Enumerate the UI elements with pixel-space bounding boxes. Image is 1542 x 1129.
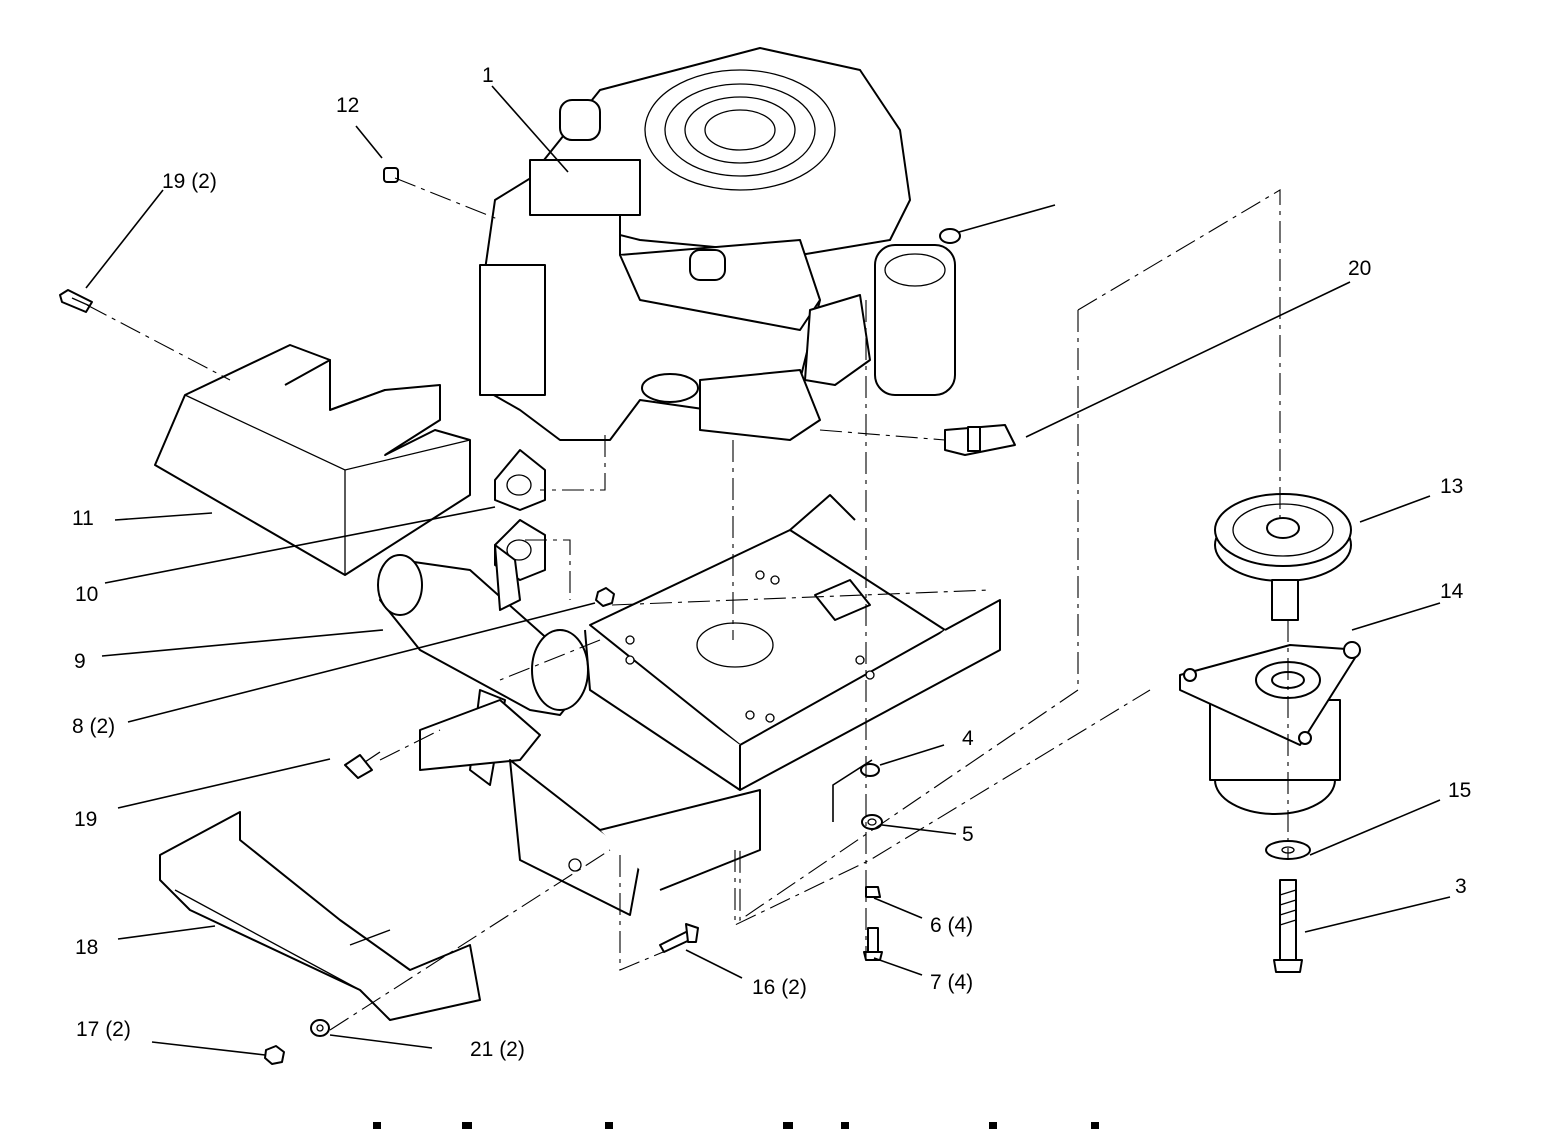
callout-12: 12: [336, 94, 359, 117]
callout-8: 8 (2): [72, 715, 115, 738]
washer-part-5: [861, 814, 883, 830]
switch-part-20: [944, 424, 1016, 456]
clutch-part-14: [1179, 641, 1361, 815]
nut-part-8: [595, 587, 615, 607]
assembly-lines: [86, 177, 1289, 1031]
callout-1: 1: [482, 64, 494, 87]
plug-part-12: [383, 167, 399, 183]
bolt-part-19-upper: [59, 289, 93, 313]
callout-14: 14: [1440, 580, 1464, 603]
bolt-part-19-lower: [344, 751, 381, 779]
callout-6: 6 (4): [930, 914, 973, 937]
callout-labels: 1 12 19 (2) 20 13 14 11 10 9 8 (2) 4 5 1…: [72, 64, 1471, 1061]
callout-11: 11: [72, 507, 94, 530]
callout-18: 18: [75, 936, 98, 959]
callout-16: 16 (2): [752, 976, 807, 999]
callout-3: 3: [1455, 875, 1467, 898]
callout-9: 9: [74, 650, 86, 673]
heat-shield-part-11: [154, 344, 471, 576]
washer-part-21: [310, 1019, 330, 1037]
callout-21: 21 (2): [470, 1038, 525, 1061]
pulley-part-13: [1214, 493, 1352, 621]
callout-10: 10: [75, 583, 98, 606]
frame-mounting-plate: [419, 494, 1001, 916]
nut-part-6: [865, 886, 881, 898]
nut-part-17: [264, 1045, 285, 1065]
callout-7: 7 (4): [930, 971, 973, 994]
callout-17: 17 (2): [76, 1018, 131, 1041]
bracket-part-4: [832, 759, 880, 822]
engine-part-1: [479, 47, 1056, 441]
callout-19-lower: 19: [74, 808, 97, 831]
bolt-part-7: [863, 927, 883, 961]
callout-15: 15: [1448, 779, 1471, 802]
bolt-part-3: [1273, 879, 1303, 973]
callout-19-upper: 19 (2): [162, 170, 217, 193]
bolt-part-16: [659, 923, 699, 953]
bumper-part-18: [159, 811, 481, 1021]
callout-13: 13: [1440, 475, 1463, 498]
leader-lines: [85, 85, 1451, 1056]
callout-4: 4: [962, 727, 974, 750]
callout-20: 20: [1348, 257, 1371, 280]
cropped-caption-fragments: [373, 1122, 1099, 1129]
callout-5: 5: [962, 823, 974, 846]
